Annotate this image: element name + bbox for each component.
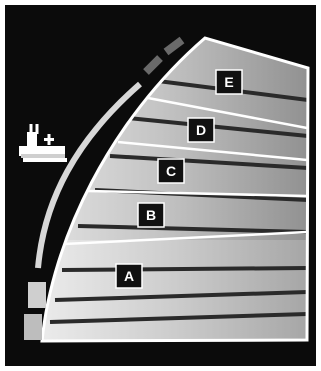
zone-label-B: B xyxy=(138,203,164,227)
heated-seat-icon xyxy=(19,124,67,162)
zone-label-C: C xyxy=(158,159,184,183)
svg-text:D: D xyxy=(196,122,206,138)
zone-label-A: A xyxy=(116,264,142,288)
svg-text:A: A xyxy=(124,268,134,284)
svg-text:E: E xyxy=(224,74,233,90)
zone-label-E: E xyxy=(216,70,242,94)
svg-text:B: B xyxy=(146,207,156,223)
fan-fill xyxy=(30,30,320,350)
zone-label-D: D xyxy=(188,118,214,142)
svg-text:C: C xyxy=(166,163,176,179)
